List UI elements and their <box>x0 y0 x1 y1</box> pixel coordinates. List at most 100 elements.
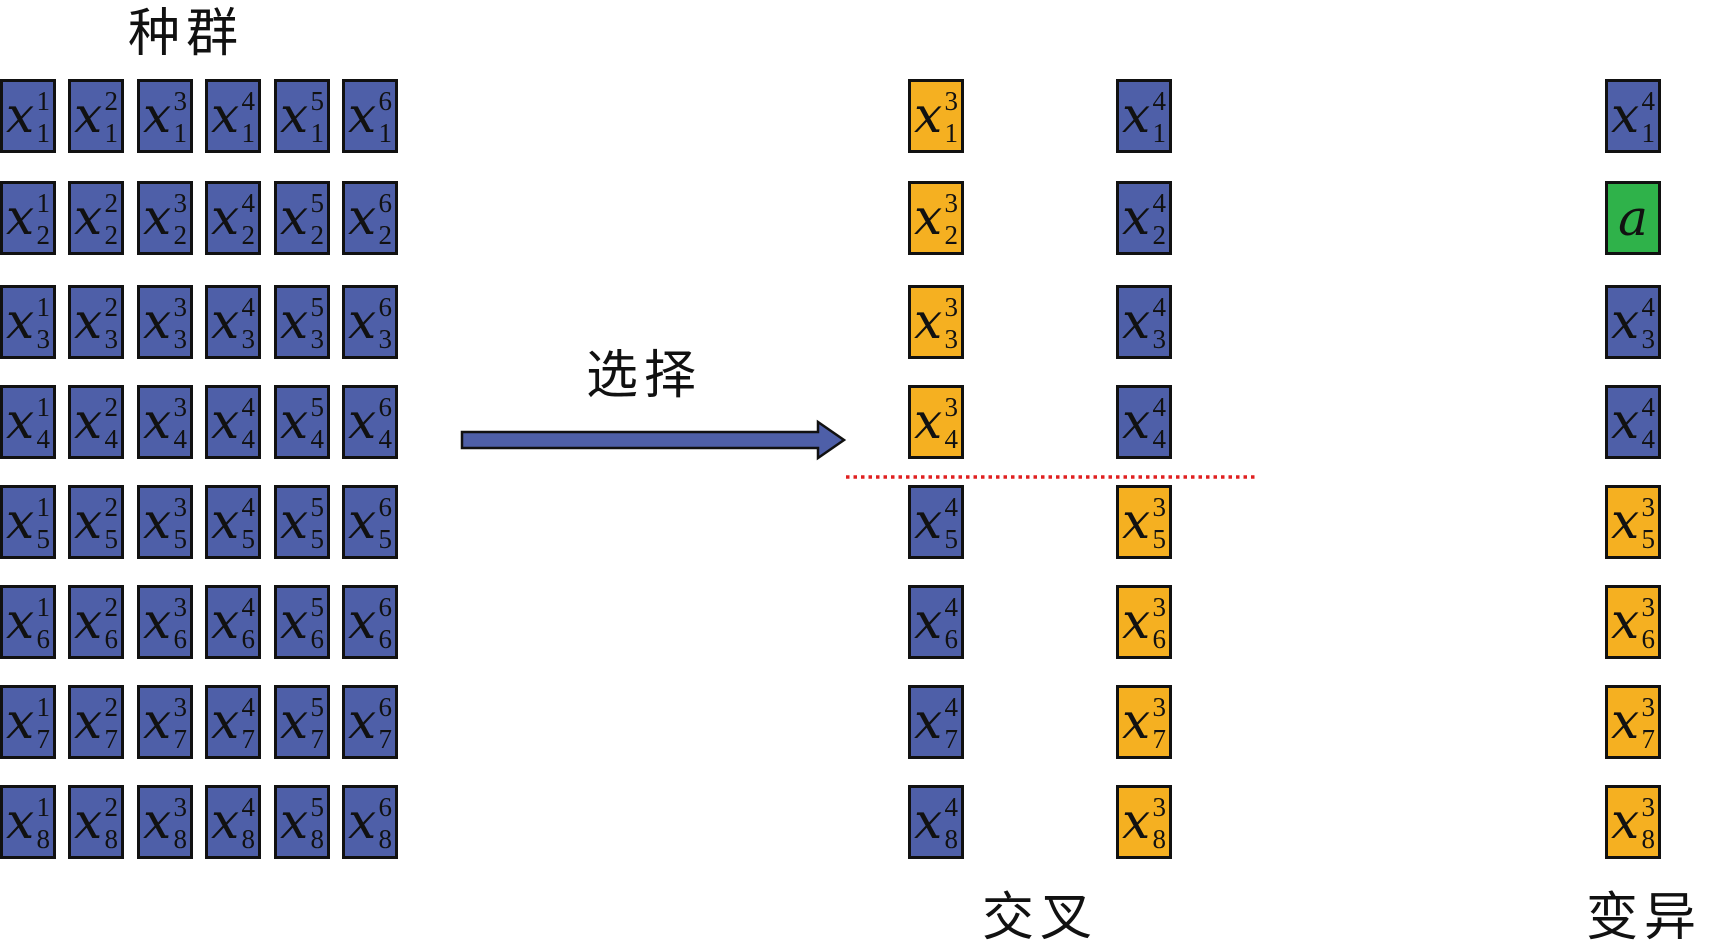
gene-subscript: 6 <box>36 624 51 654</box>
gene-superscript: 1 <box>36 792 51 822</box>
gene-subscript: 4 <box>1152 424 1167 454</box>
gene-superscript: 2 <box>104 492 119 522</box>
gene-symbol: x <box>348 188 377 246</box>
gene-superscript: 6 <box>378 292 393 322</box>
gene-symbol: x <box>914 592 943 650</box>
gene-subscript: 6 <box>173 624 188 654</box>
gene-symbol: x <box>1611 792 1640 850</box>
gene-symbol: x <box>74 792 103 850</box>
gene-symbol: x <box>348 292 377 350</box>
gene-subscript: 8 <box>1152 824 1167 854</box>
gene-symbol: x <box>280 188 309 246</box>
gene-superscript: 2 <box>104 188 119 218</box>
gene-superscript: 3 <box>1641 492 1656 522</box>
gene-subscript: 1 <box>1152 118 1167 148</box>
gene-subscript: 1 <box>944 118 959 148</box>
gene-symbol: x <box>6 86 35 144</box>
gene-symbol: x <box>348 492 377 550</box>
gene-subscript: 6 <box>944 624 959 654</box>
gene-superscript: 3 <box>1152 592 1167 622</box>
gene-subscript: 8 <box>36 824 51 854</box>
gene-subscript: 6 <box>378 624 393 654</box>
gene-superscript: 3 <box>173 492 188 522</box>
gene-symbol: x <box>914 692 943 750</box>
gene-symbol: x <box>348 392 377 450</box>
gene-symbol: x <box>143 86 172 144</box>
gene-superscript: 2 <box>104 292 119 322</box>
gene-superscript: 4 <box>1641 292 1656 322</box>
gene-subscript: 1 <box>1641 118 1656 148</box>
gene-symbol: x <box>280 292 309 350</box>
gene-superscript: 1 <box>36 86 51 116</box>
gene-symbol: x <box>348 692 377 750</box>
gene-symbol: x <box>74 492 103 550</box>
gene-symbol: x <box>6 292 35 350</box>
gene-superscript: 2 <box>104 592 119 622</box>
gene-subscript: 4 <box>1641 424 1656 454</box>
gene-symbol: x <box>280 692 309 750</box>
gene-superscript: 4 <box>944 492 959 522</box>
gene-superscript: 4 <box>241 492 256 522</box>
gene-subscript: 3 <box>104 324 119 354</box>
gene-symbol: x <box>211 86 240 144</box>
gene-symbol: x <box>1611 392 1640 450</box>
gene-subscript: 7 <box>173 724 188 754</box>
gene-subscript: 6 <box>1641 624 1656 654</box>
gene-symbol: x <box>1122 292 1151 350</box>
gene-superscript: 5 <box>310 392 325 422</box>
gene-subscript: 5 <box>378 524 393 554</box>
selection-arrow <box>460 419 847 461</box>
gene-superscript: 1 <box>36 392 51 422</box>
gene-subscript: 4 <box>310 424 325 454</box>
gene-subscript: 5 <box>1641 524 1656 554</box>
gene-superscript: 4 <box>944 792 959 822</box>
gene-symbol: x <box>143 188 172 246</box>
gene-subscript: 5 <box>944 524 959 554</box>
gene-superscript: 3 <box>1152 792 1167 822</box>
gene-subscript: 5 <box>36 524 51 554</box>
gene-subscript: 2 <box>241 220 256 250</box>
gene-symbol: x <box>143 792 172 850</box>
gene-superscript: 2 <box>104 392 119 422</box>
gene-symbol: a <box>1618 189 1648 247</box>
gene-subscript: 5 <box>241 524 256 554</box>
gene-symbol: x <box>6 692 35 750</box>
gene-superscript: 4 <box>241 86 256 116</box>
mutation-label: 变异 <box>1586 888 1703 948</box>
gene-superscript: 2 <box>104 86 119 116</box>
gene-subscript: 1 <box>310 118 325 148</box>
gene-superscript: 4 <box>1641 86 1656 116</box>
selection-label: 选择 <box>586 346 703 406</box>
gene-symbol: x <box>1122 392 1151 450</box>
gene-symbol: x <box>1611 492 1640 550</box>
gene-superscript: 2 <box>104 692 119 722</box>
gene-superscript: 4 <box>241 792 256 822</box>
gene-superscript: 6 <box>378 492 393 522</box>
gene-symbol: x <box>143 292 172 350</box>
gene-symbol: x <box>348 86 377 144</box>
gene-subscript: 5 <box>173 524 188 554</box>
